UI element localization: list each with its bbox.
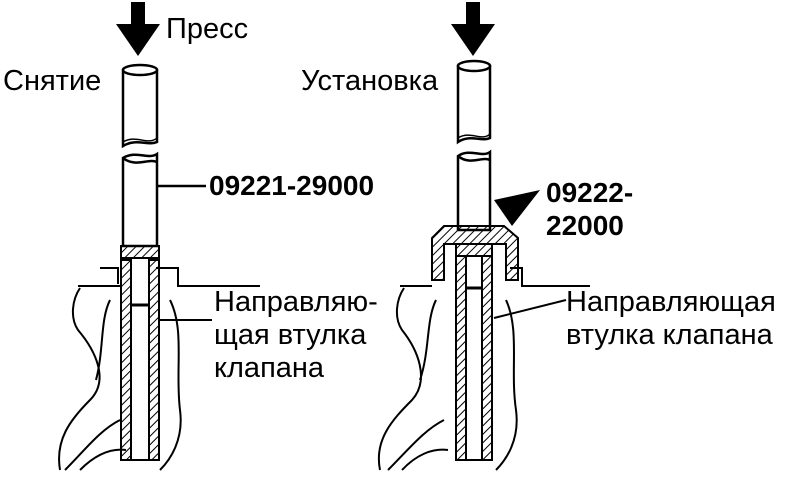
left-removal-assembly — [58, 2, 260, 471]
guide-leader-right — [493, 299, 567, 319]
drift-tool-left — [121, 63, 159, 248]
installer-tool-right — [456, 59, 492, 232]
tool-number-right: 09222- 22000 — [546, 176, 633, 242]
valve-guide-right — [455, 243, 493, 461]
tool-number-left: 09221-29000 — [209, 170, 375, 201]
press-label: Пресс — [166, 13, 249, 45]
guide-label-right: Направляющая втулка клапана — [566, 286, 776, 352]
press-arrow-right — [451, 2, 495, 56]
guide-label-left: Направляю- щая втулка клапана — [214, 286, 378, 385]
guide-label-left-line-3: клапана — [214, 352, 325, 384]
right-installation-assembly — [377, 2, 590, 471]
tool-number-right-line-1: 09222- — [546, 177, 634, 208]
guide-label-right-line-1: Направляющая — [566, 286, 776, 318]
guide-label-right-line-2: втулка клапана — [566, 319, 773, 351]
cylinder-head-left — [58, 267, 260, 471]
press-arrow-left — [116, 2, 160, 56]
cylinder-head-right — [377, 267, 590, 471]
tool-number-right-line-2: 22000 — [546, 210, 624, 241]
guide-label-left-line-1: Направляю- — [214, 286, 378, 318]
removal-label: Снятие — [3, 65, 102, 97]
guide-label-left-line-2: щая втулка — [214, 319, 367, 351]
installation-label: Установка — [301, 65, 439, 97]
installer-cap-right — [431, 225, 519, 281]
tool-leader-right — [494, 190, 540, 226]
valve-guide-left — [120, 245, 160, 461]
